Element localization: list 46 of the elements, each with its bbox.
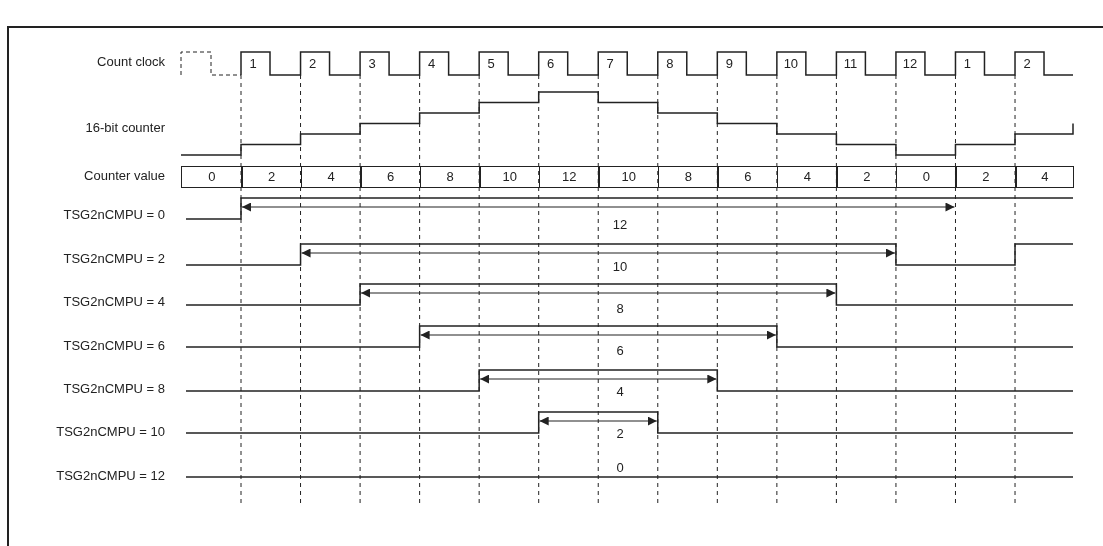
counter-value-cell: 4 (300, 166, 362, 188)
clock-pulse-number: 11 (843, 55, 858, 71)
counter-value-cell: 4 (1015, 166, 1075, 188)
counter-value-cell: 6 (360, 166, 422, 188)
counter-value-cell: 8 (657, 166, 719, 188)
signal-label: TSG2nCMPU = 2 (63, 250, 165, 266)
signal-label: TSG2nCMPU = 4 (63, 293, 165, 309)
clock-pulse-number: 7 (606, 55, 614, 71)
clock-pulse-number: 12 (902, 55, 918, 71)
counter-value-cell: 8 (419, 166, 481, 188)
signal-label: Count clock (97, 53, 165, 69)
counter-value-cell: 2 (241, 166, 303, 188)
counter-value-cell: 2 (955, 166, 1017, 188)
counter-value-cell: 6 (717, 166, 779, 188)
clock-pulse-number: 1 (963, 55, 972, 71)
counter-value-cell: 2 (836, 166, 898, 188)
clock-pulse-number: 1 (249, 55, 257, 71)
signal-label: 16-bit counter (85, 119, 165, 135)
signal-label: TSG2nCMPU = 8 (63, 380, 165, 396)
counter-value-cell: 0 (895, 166, 957, 188)
dimension-value: 12 (612, 216, 628, 232)
clock-pulse-number: 2 (308, 55, 317, 71)
signal-label: TSG2nCMPU = 6 (63, 337, 165, 353)
clock-pulse-number: 3 (368, 55, 376, 71)
signal-label: TSG2nCMPU = 10 (56, 423, 165, 439)
dimension-value: 10 (612, 258, 628, 274)
counter-value-cell: 0 (181, 166, 243, 188)
clock-pulse-number: 2 (1023, 55, 1031, 71)
signal-label: TSG2nCMPU = 12 (56, 467, 165, 483)
clock-pulse-number: 10 (783, 55, 799, 71)
signal-label: TSG2nCMPU = 0 (63, 206, 165, 222)
counter-value-cell: 4 (776, 166, 838, 188)
dimension-value: 4 (616, 383, 624, 399)
dimension-value: 2 (616, 425, 624, 441)
clock-pulse-number: 4 (428, 55, 436, 71)
clock-pulse-number: 6 (547, 55, 555, 71)
dimension-value: 8 (616, 300, 624, 316)
clock-pulse-number: 5 (487, 55, 495, 71)
clock-pulse-number: 8 (666, 55, 674, 71)
signal-label: Counter value (84, 167, 165, 183)
counter-value-cell: 10 (598, 166, 660, 188)
counter-value-cell: 10 (479, 166, 541, 188)
clock-pulse-number: 9 (725, 55, 733, 71)
dimension-value: 0 (616, 459, 624, 475)
counter-value-cell: 12 (538, 166, 600, 188)
dimension-value: 6 (616, 342, 624, 358)
